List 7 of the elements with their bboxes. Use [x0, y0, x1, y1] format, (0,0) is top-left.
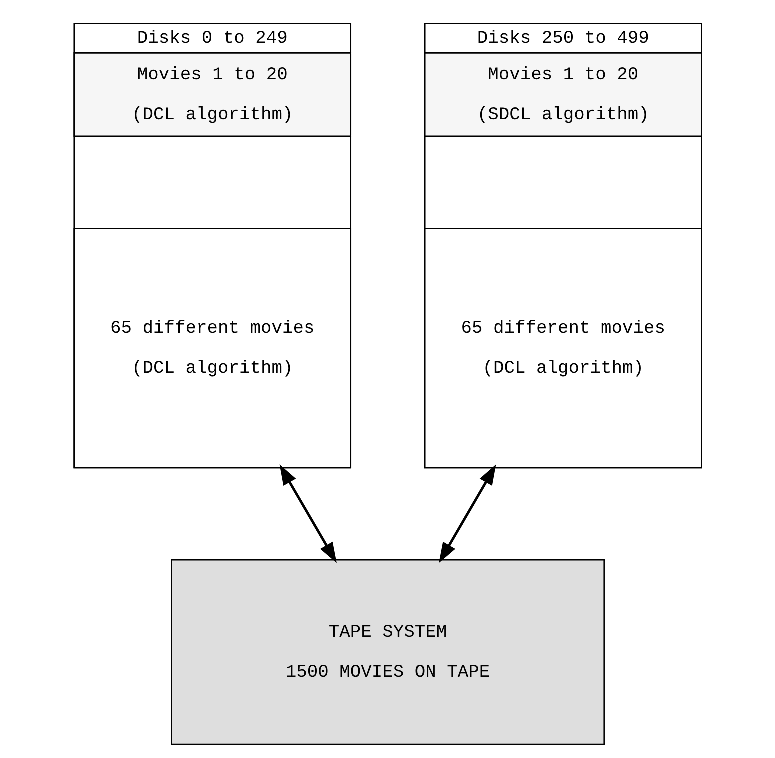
node-box: Movies 1 to 20 (DCL algorithm) — [73, 52, 352, 138]
node-box: 65 different movies (DCL algorithm) — [424, 228, 702, 469]
node-box: Movies 1 to 20 (SDCL algorithm) — [424, 52, 702, 138]
arrow — [438, 464, 496, 564]
node-box: TAPE SYSTEM 1500 MOVIES ON TAPE — [170, 560, 604, 746]
node-box: 65 different movies (DCL algorithm) — [73, 228, 352, 469]
arrow — [279, 464, 336, 564]
